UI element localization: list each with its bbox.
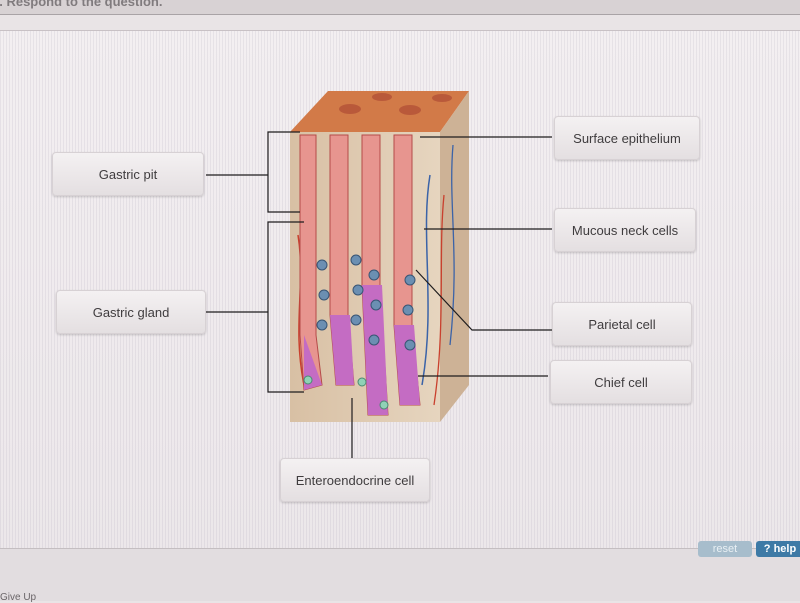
give-up-link[interactable]: Give Up bbox=[0, 592, 37, 603]
label-enteroendocrine-cell[interactable]: Enteroendocrine cell bbox=[280, 458, 430, 502]
label-chief-cell[interactable]: Chief cell bbox=[550, 360, 692, 404]
bottom-toolbar bbox=[0, 548, 800, 601]
window-top-bar: ... Respond to the question. bbox=[0, 0, 800, 15]
label-mucous-neck-cells[interactable]: Mucous neck cells bbox=[554, 208, 696, 252]
label-gastric-pit[interactable]: Gastric pit bbox=[52, 152, 204, 196]
label-gastric-gland[interactable]: Gastric gland bbox=[56, 290, 206, 334]
label-parietal-cell[interactable]: Parietal cell bbox=[552, 302, 692, 346]
stomach-wall-illustration bbox=[290, 91, 469, 422]
label-surface-epithelium[interactable]: Surface epithelium bbox=[554, 116, 700, 160]
reset-button[interactable]: reset bbox=[698, 541, 752, 557]
page-title: ... Respond to the question. bbox=[0, 0, 163, 9]
help-button[interactable]: ? help bbox=[756, 541, 800, 557]
